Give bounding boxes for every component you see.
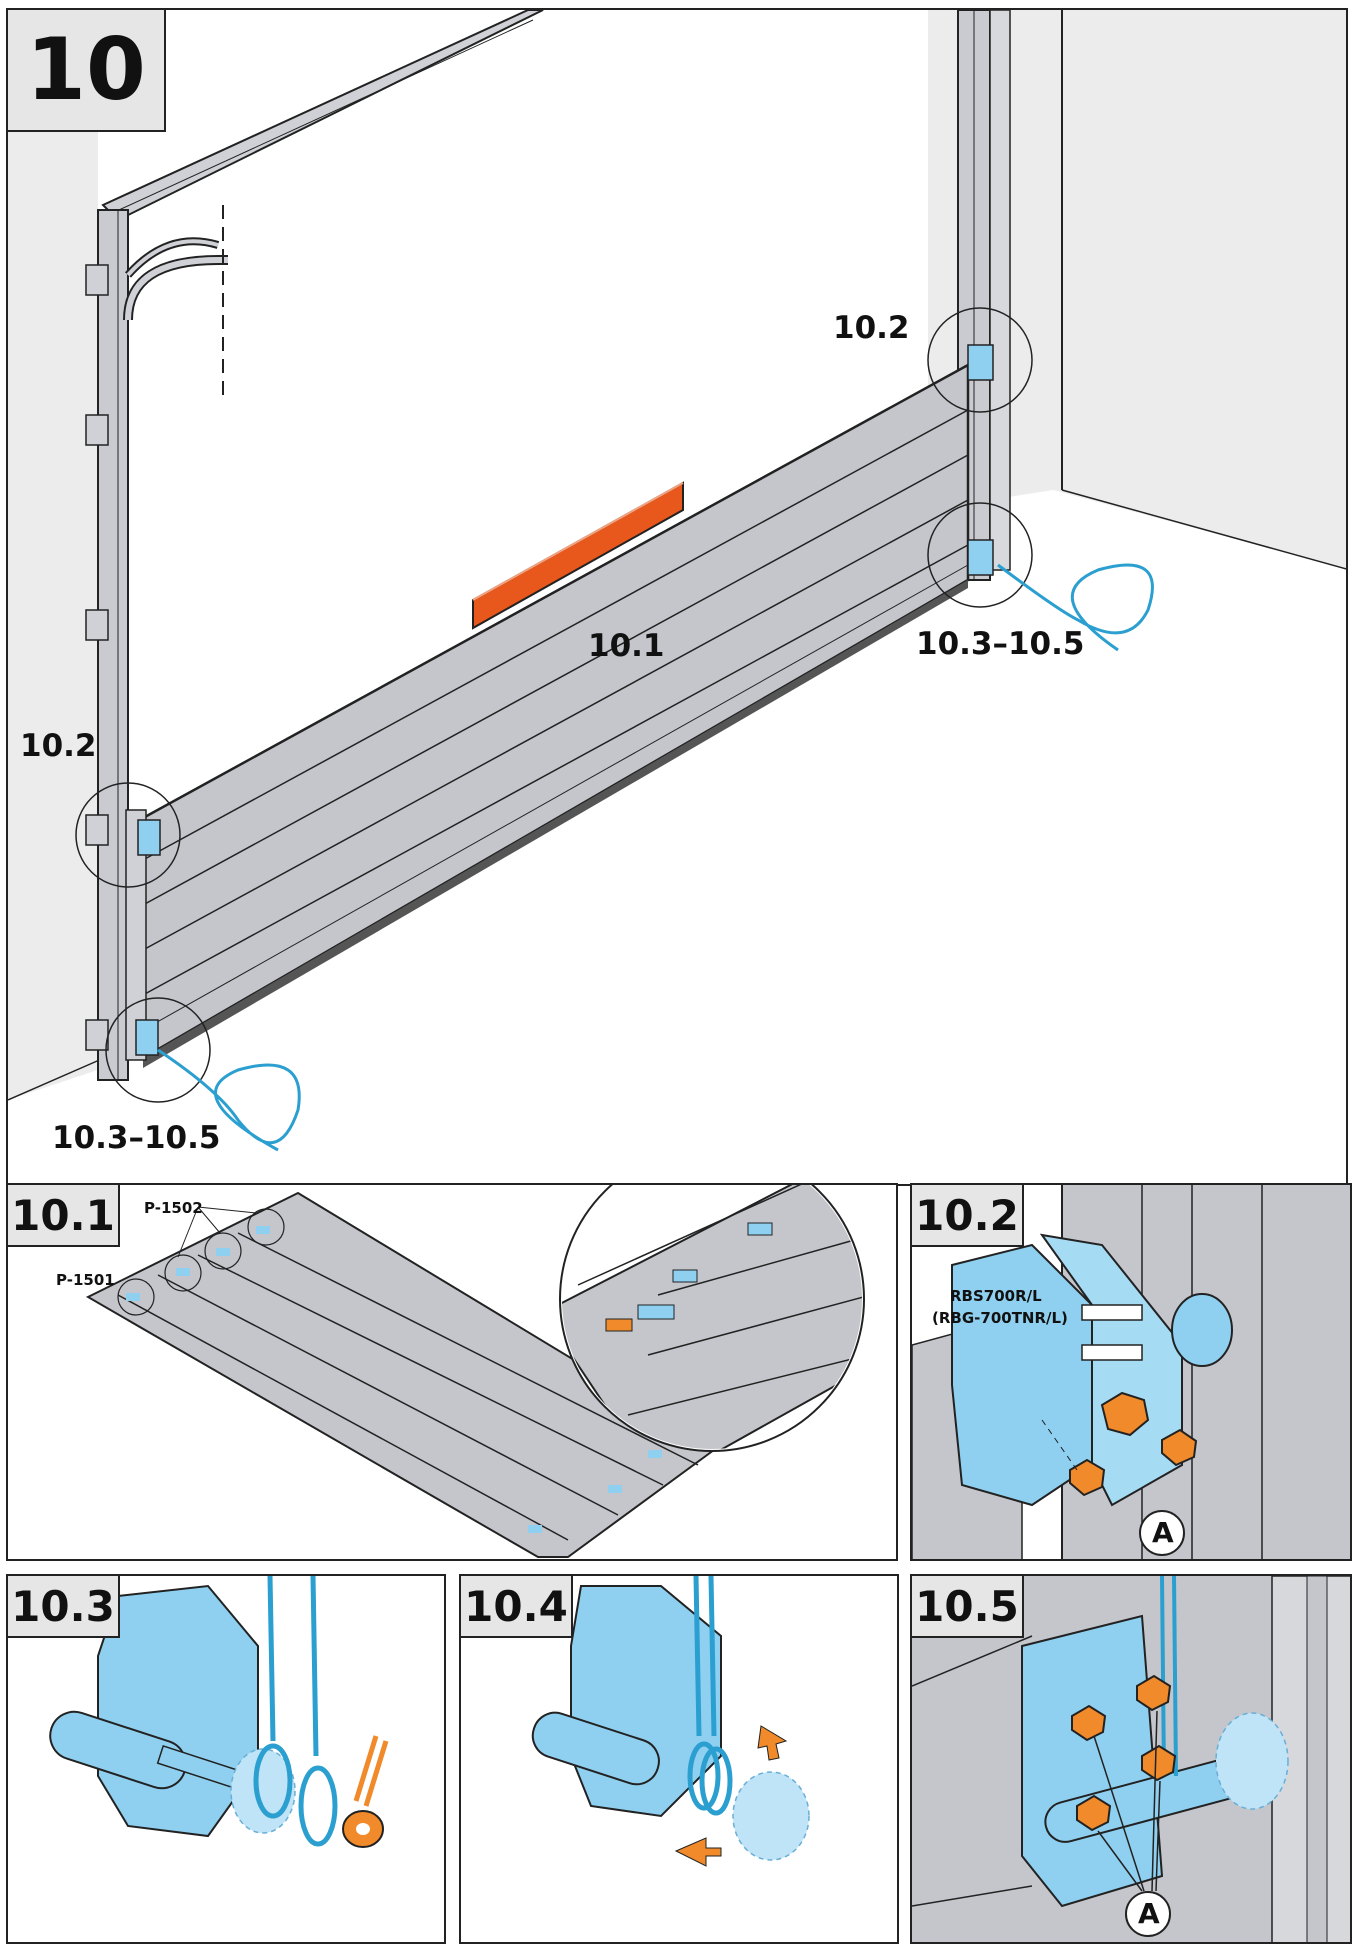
- screw-2: [1071, 1704, 1107, 1742]
- cable-attach-step-2-drawing: [531, 1576, 810, 1867]
- screw-left: [1069, 1458, 1106, 1497]
- left-vertical-track: [97, 209, 129, 1081]
- step-10-1-badge: 10.1: [8, 1185, 120, 1247]
- marker-a-circle: [1139, 1510, 1185, 1556]
- callout-circle-lower-right: [927, 502, 1033, 608]
- step-10-3-badge: 10.3: [8, 1576, 120, 1638]
- marker-a: A: [1152, 1516, 1174, 1549]
- hinge-bracket-drawing: [912, 1185, 1350, 1559]
- section-top-view-drawing: [85, 1185, 865, 1558]
- bracket-alt-code-label: (RBG-700TNR/L): [932, 1309, 1068, 1327]
- detail-10-2-panel: 10.2 RBS700R/L (RBG-700TNR/L) A: [910, 1183, 1352, 1561]
- section-plate: [85, 1191, 720, 1558]
- callout-10-2-right: 10.2: [833, 310, 910, 346]
- callout-circle-left: [75, 782, 181, 888]
- part-p1502-label: P-1502: [144, 1199, 203, 1217]
- detail-10-1-panel: 10.1 P-1502 P-1501: [6, 1183, 898, 1561]
- detail-10-3-panel: 10.3: [6, 1574, 446, 1944]
- right-wall: [928, 10, 1346, 569]
- step-10-2-badge: 10.2: [912, 1185, 1024, 1247]
- callout-10-3-10-5-right: 10.3–10.5: [916, 626, 1085, 662]
- step-10-5-badge: 10.5: [912, 1576, 1024, 1638]
- marker-a-circle-10-5: [1125, 1891, 1171, 1937]
- callout-10-2-left: 10.2: [20, 728, 97, 764]
- detail-10-5-panel: 10.5 A: [910, 1574, 1352, 1944]
- horizontal-track: [101, 10, 544, 222]
- part-p1501-label: P-1501: [56, 1271, 115, 1289]
- hex-nut: [1100, 1391, 1150, 1437]
- screw-3: [1141, 1744, 1177, 1782]
- hinge-bracket-body: [951, 1243, 1093, 1507]
- bracket-code-label: RBS700R/L: [950, 1287, 1042, 1305]
- screw-right: [1161, 1428, 1198, 1467]
- detail-10-4-panel: 10.4: [459, 1574, 899, 1944]
- cable-loop-left: [253, 1743, 293, 1819]
- callout-10-1: 10.1: [588, 628, 665, 664]
- bracket-screwed-drawing: [912, 1576, 1350, 1942]
- cable-left: [157, 1048, 301, 1152]
- left-wall: [8, 10, 98, 1100]
- main-illustration-panel: 10 10.1 10.2 10.2 10.3–10.5 10.3–10.5: [6, 8, 1348, 1186]
- cable-right: [997, 563, 1154, 652]
- cable-loop-right: [298, 1765, 338, 1847]
- marker-a-10-5: A: [1138, 1897, 1160, 1930]
- callout-10-3-10-5-left: 10.3–10.5: [52, 1120, 221, 1156]
- floor: [8, 490, 1346, 1184]
- callout-circle-upper-right: [927, 307, 1033, 413]
- rotation-arrow-right: [757, 1725, 788, 1761]
- cotter-pin: [353, 1735, 389, 1807]
- cable-attach-step-1-drawing: [49, 1576, 389, 1848]
- step-10-4-badge: 10.4: [461, 1576, 573, 1638]
- step-number-badge: 10: [8, 10, 166, 132]
- rotation-arrow-left: [674, 1837, 722, 1867]
- screw-1: [1136, 1674, 1172, 1712]
- garage-door-drawing: [8, 10, 1346, 1184]
- callout-circle-lower-left: [105, 997, 211, 1103]
- screw-4: [1076, 1794, 1112, 1832]
